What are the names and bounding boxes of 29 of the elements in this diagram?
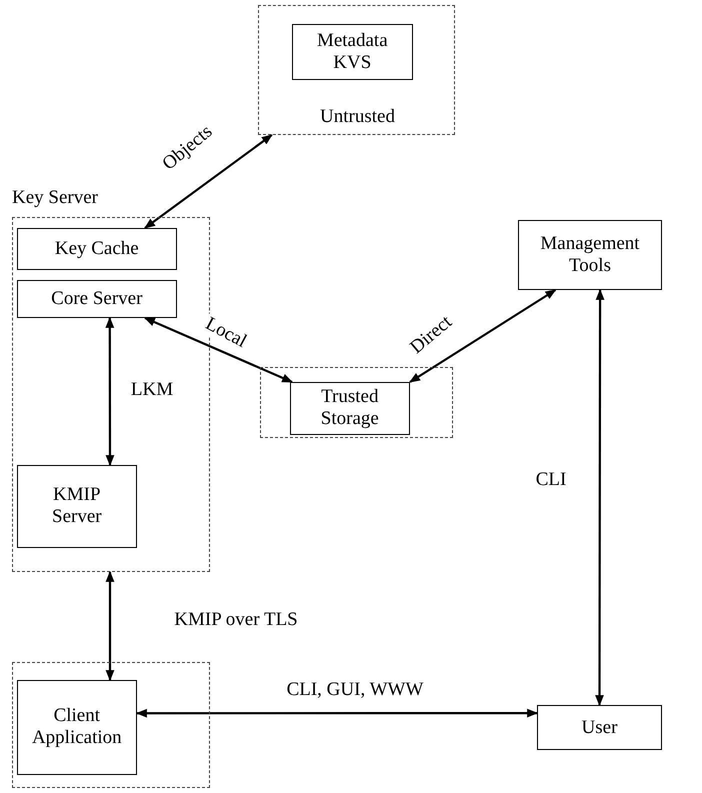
double-arrow [144, 317, 294, 383]
component-box [292, 24, 413, 80]
component-label: Management Tools [539, 233, 641, 277]
component-label: Metadata KVS [316, 30, 389, 74]
component-box [537, 705, 662, 750]
zone-label: Untrusted [319, 106, 396, 128]
component-box [518, 220, 662, 290]
component-box [16, 280, 177, 318]
component-box [290, 382, 410, 435]
double-arrow [105, 316, 114, 466]
trust-zone-boundary [260, 367, 453, 438]
component-label: Client Application [30, 705, 123, 750]
component-box [16, 464, 137, 548]
double-arrow [409, 289, 556, 383]
trust-zone-boundary [258, 5, 455, 135]
component-label: Core Server [51, 288, 142, 310]
component-box [16, 228, 177, 270]
double-arrow [106, 570, 114, 682]
component-label: Trusted Storage [320, 386, 380, 430]
double-arrow [136, 708, 538, 718]
double-arrow [595, 288, 604, 706]
component-label: KMIP Server [51, 484, 103, 528]
component-box [16, 680, 137, 775]
double-arrow [144, 134, 273, 229]
trust-zone-boundary [12, 662, 210, 788]
zone-label: Key Server [12, 187, 98, 209]
edge-label: CLI, GUI, WWW [284, 680, 426, 700]
component-label: Key Cache [54, 238, 139, 260]
component-label: User [582, 716, 618, 738]
